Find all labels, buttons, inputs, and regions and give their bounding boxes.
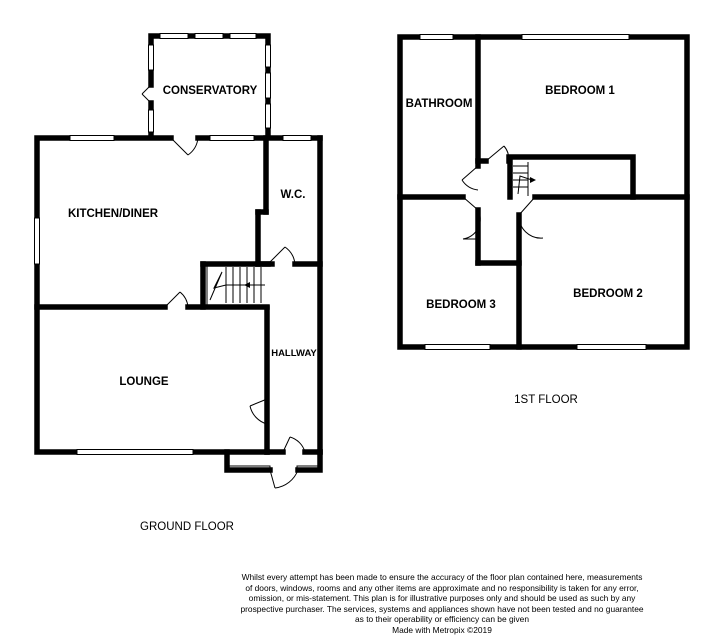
disclaimer-line: as to their operability or efficiency ca… <box>208 614 676 625</box>
conservatory-label: CONSERVATORY <box>163 85 258 97</box>
first-floor-caption: 1ST FLOOR <box>514 394 578 406</box>
ground-floor-stairs <box>207 265 265 305</box>
hallway-label: HALLWAY <box>271 348 317 359</box>
conservatory-windows <box>149 34 271 133</box>
disclaimer-line: Whilst every attempt has been made to en… <box>208 572 676 583</box>
bedroom-1-label: BEDROOM 1 <box>545 85 615 97</box>
disclaimer: Whilst every attempt has been made to en… <box>208 572 676 635</box>
bathroom-label: BATHROOM <box>406 98 473 110</box>
first-floor-doors <box>462 146 543 239</box>
wc-label: W.C. <box>281 189 306 201</box>
disclaimer-line: Made with Metropix ©2019 <box>208 625 676 635</box>
bedroom-3-label: BEDROOM 3 <box>426 299 496 311</box>
kitchen-diner-label: KITCHEN/DINER <box>68 208 159 220</box>
bedroom-2-label: BEDROOM 2 <box>573 288 643 300</box>
first-floor-plan: BATHROOM BEDROOM 1 BEDROOM 2 BEDROOM 3 1… <box>400 35 687 407</box>
disclaimer-line: of doors, windows, rooms and any other i… <box>208 583 676 594</box>
disclaimer-line: omission, or mis-statement. This plan is… <box>208 593 676 604</box>
disclaimer-line: prospective purchaser. The services, sys… <box>208 604 676 615</box>
ground-floor-plan: CONSERVATORY KITCHEN/DINER W.C. LOUNGE H… <box>35 34 321 534</box>
ground-floor-windows <box>35 136 319 472</box>
ground-floor-caption: GROUND FLOOR <box>140 521 234 533</box>
ground-floor-outer-walls <box>37 138 320 452</box>
ground-floor-interior-walls <box>37 138 320 307</box>
first-floor-stairs <box>513 162 536 196</box>
lounge-label: LOUNGE <box>119 376 169 388</box>
